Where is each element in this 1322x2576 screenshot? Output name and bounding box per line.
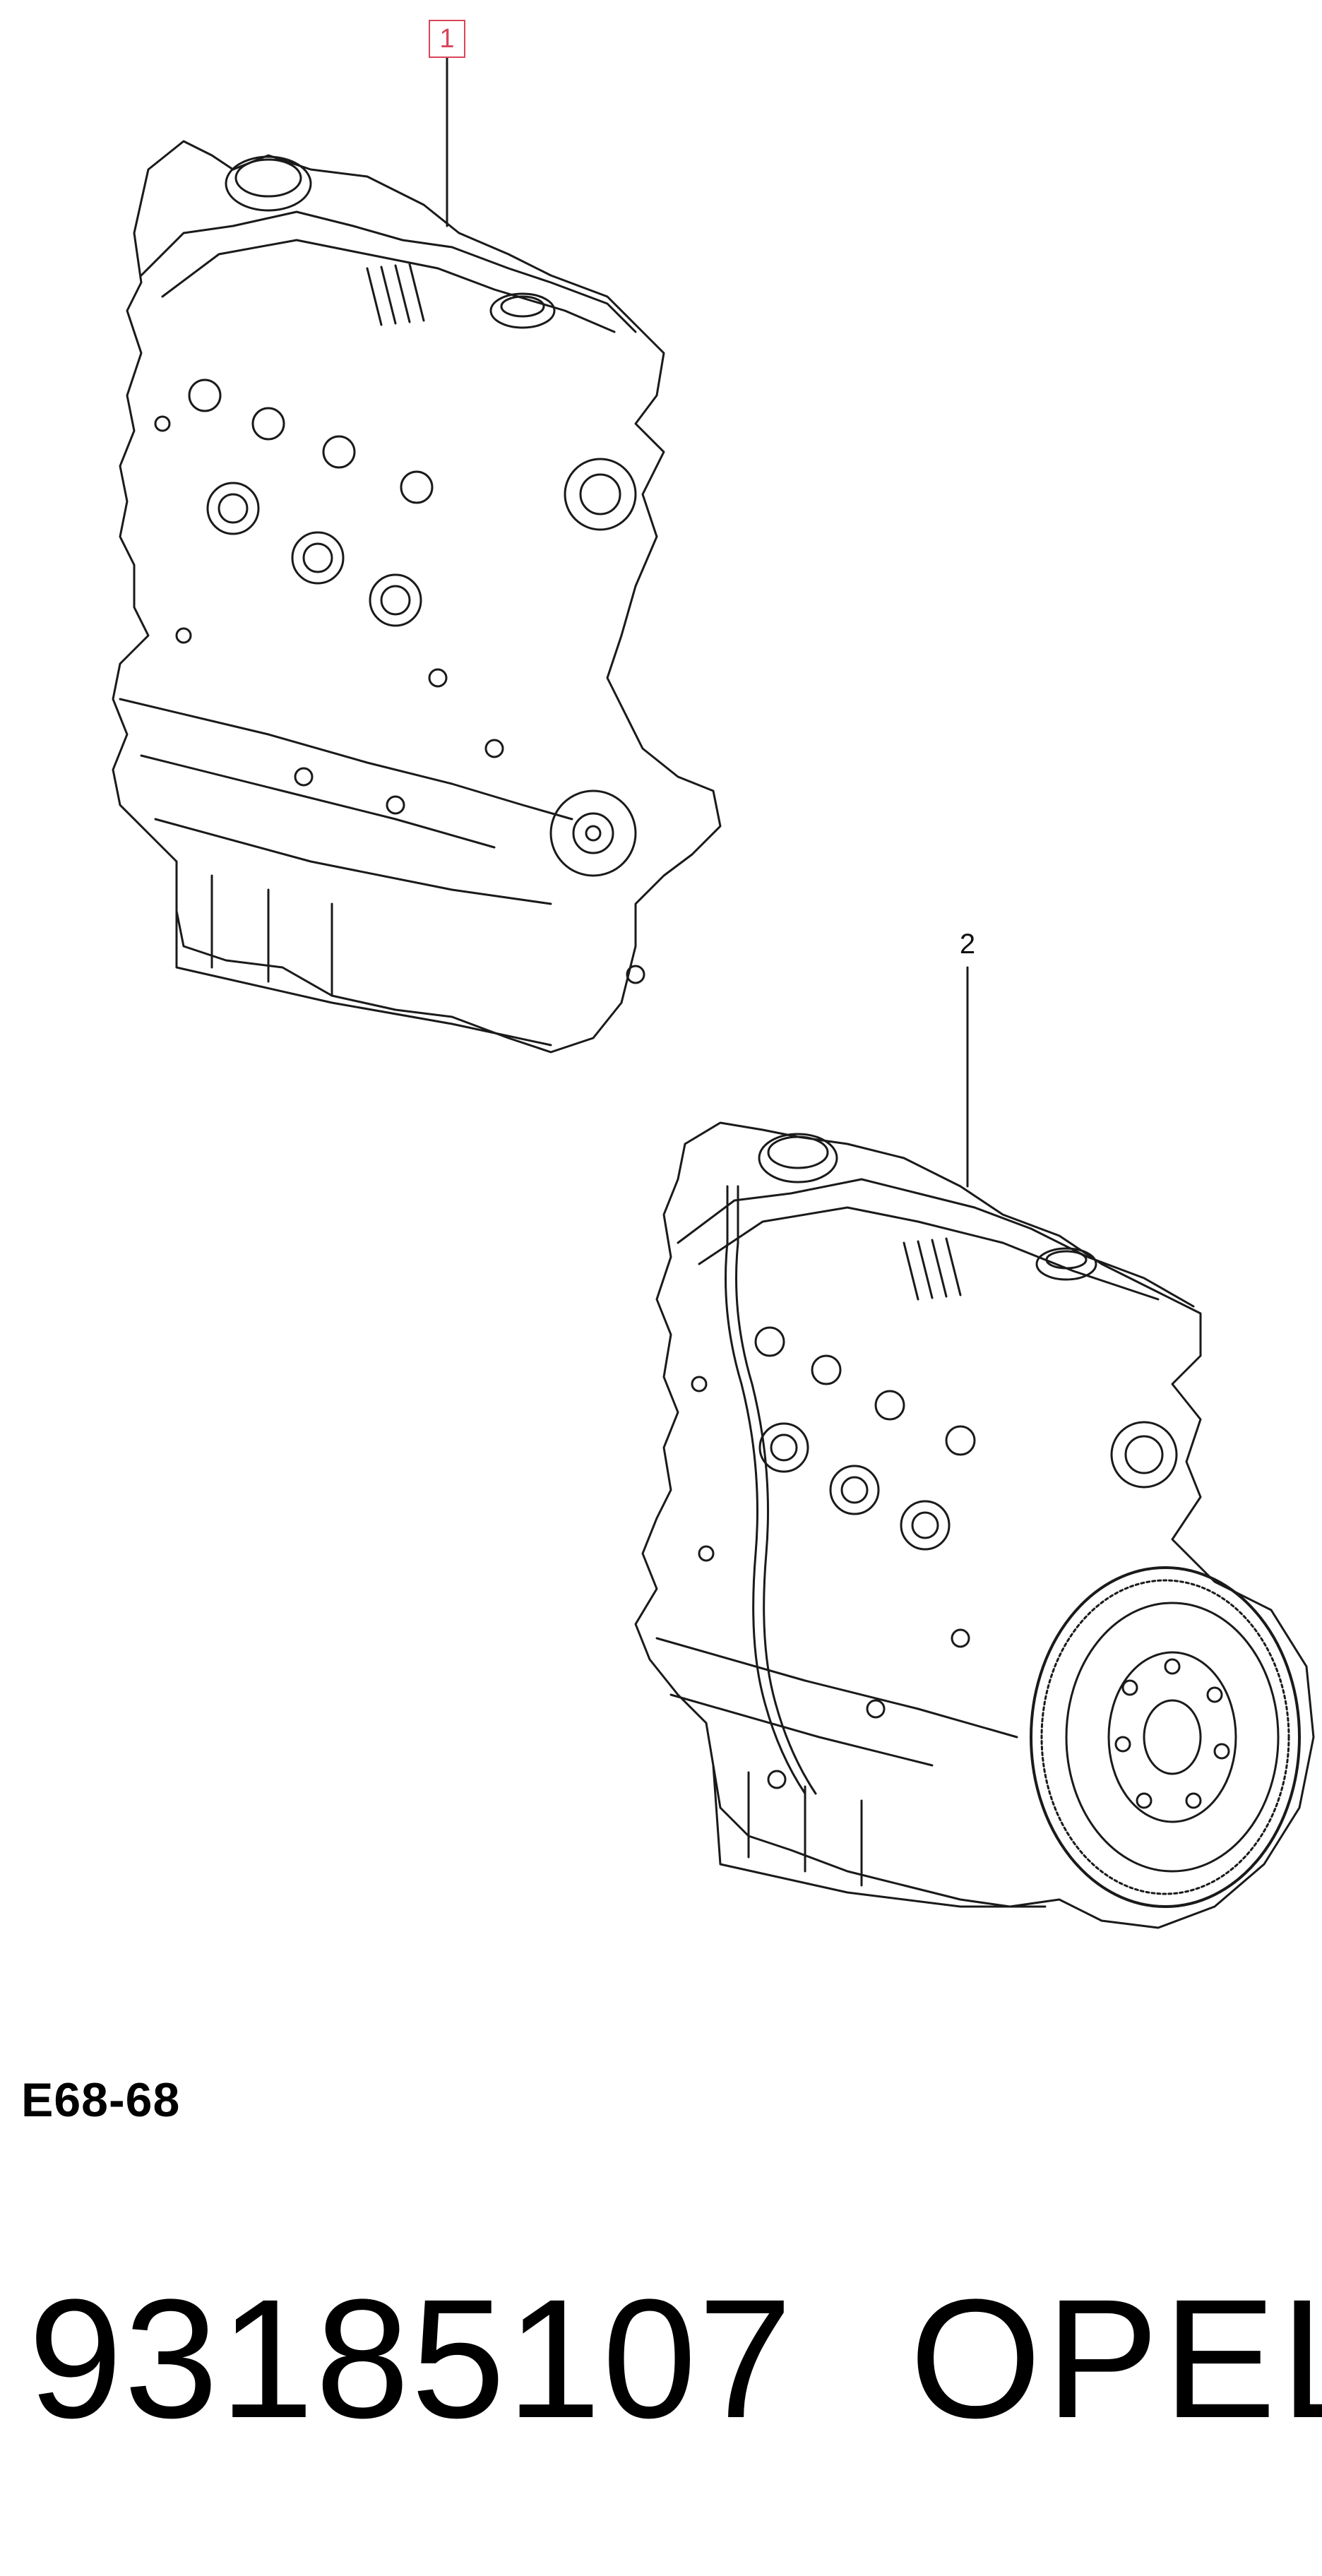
flywheel — [1030, 1566, 1301, 1908]
part-number: 93185107 — [28, 2264, 794, 2453]
callout-1[interactable]: 1 — [429, 20, 465, 58]
engine-exploded-diagram — [112, 56, 1315, 1929]
engine-assembly-1[interactable] — [112, 56, 722, 1054]
callout-2[interactable]: 2 — [959, 928, 976, 960]
engine-assembly-2[interactable] — [634, 966, 1315, 1929]
diagram-code: E68-68 — [21, 2073, 181, 2127]
brand-name: OPEL — [910, 2264, 1322, 2453]
